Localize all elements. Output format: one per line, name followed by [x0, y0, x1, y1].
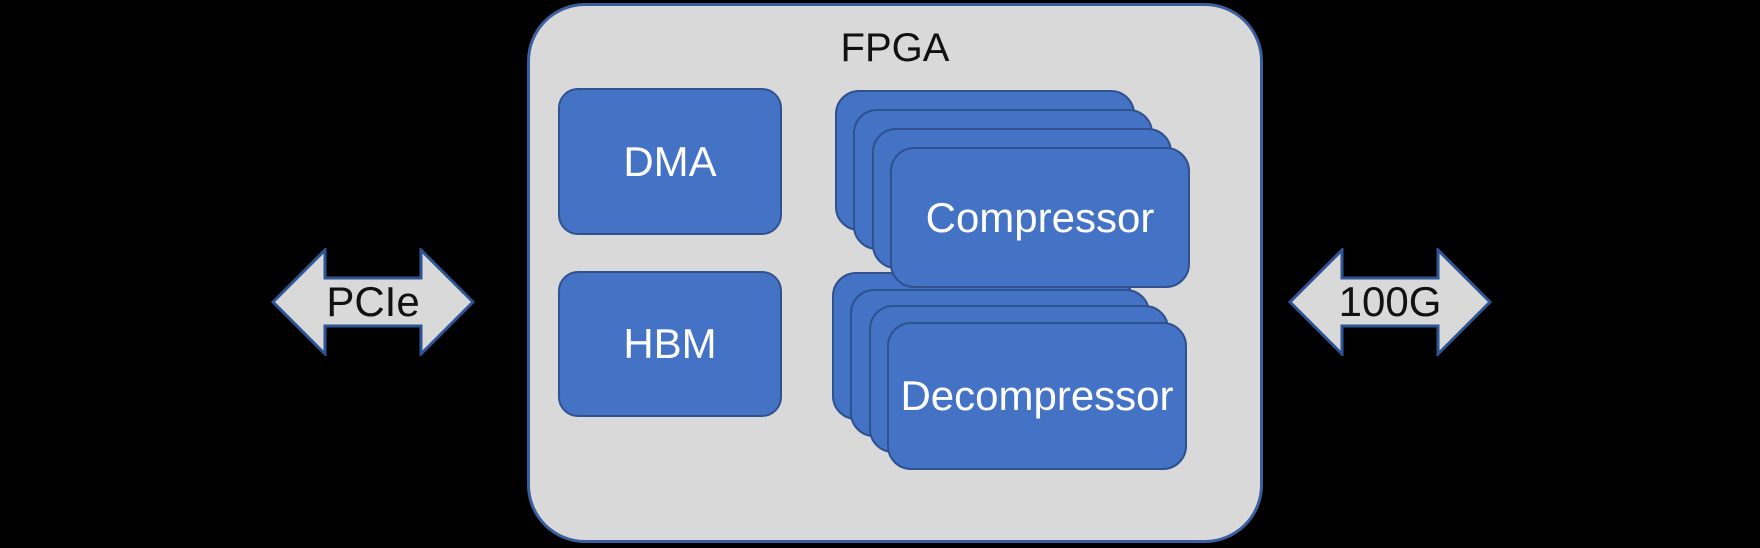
network-speed-label: 100G	[1338, 278, 1442, 325]
hbm-label: HBM	[623, 320, 717, 367]
decompressor-stack: Decompressor	[832, 272, 1191, 472]
dma-label: DMA	[623, 137, 717, 185]
decompressor-block: Decompressor	[886, 322, 1187, 470]
hbm-block: HBM	[558, 271, 782, 417]
network-link-arrow: 100G	[1288, 248, 1492, 356]
decompressor-label: Decompressor	[900, 372, 1174, 419]
fpga-title: FPGA	[840, 26, 950, 70]
compressor-block: Compressor	[889, 147, 1190, 288]
double-arrow-icon	[271, 248, 475, 356]
pcie-label: PCIe	[326, 278, 420, 325]
pcie-link-arrow: PCIe	[271, 248, 475, 356]
compressor-stack: Compressor	[835, 90, 1191, 290]
double-arrow-icon	[1288, 248, 1492, 356]
dma-block: DMA	[558, 88, 782, 235]
compressor-label: Compressor	[925, 193, 1155, 241]
